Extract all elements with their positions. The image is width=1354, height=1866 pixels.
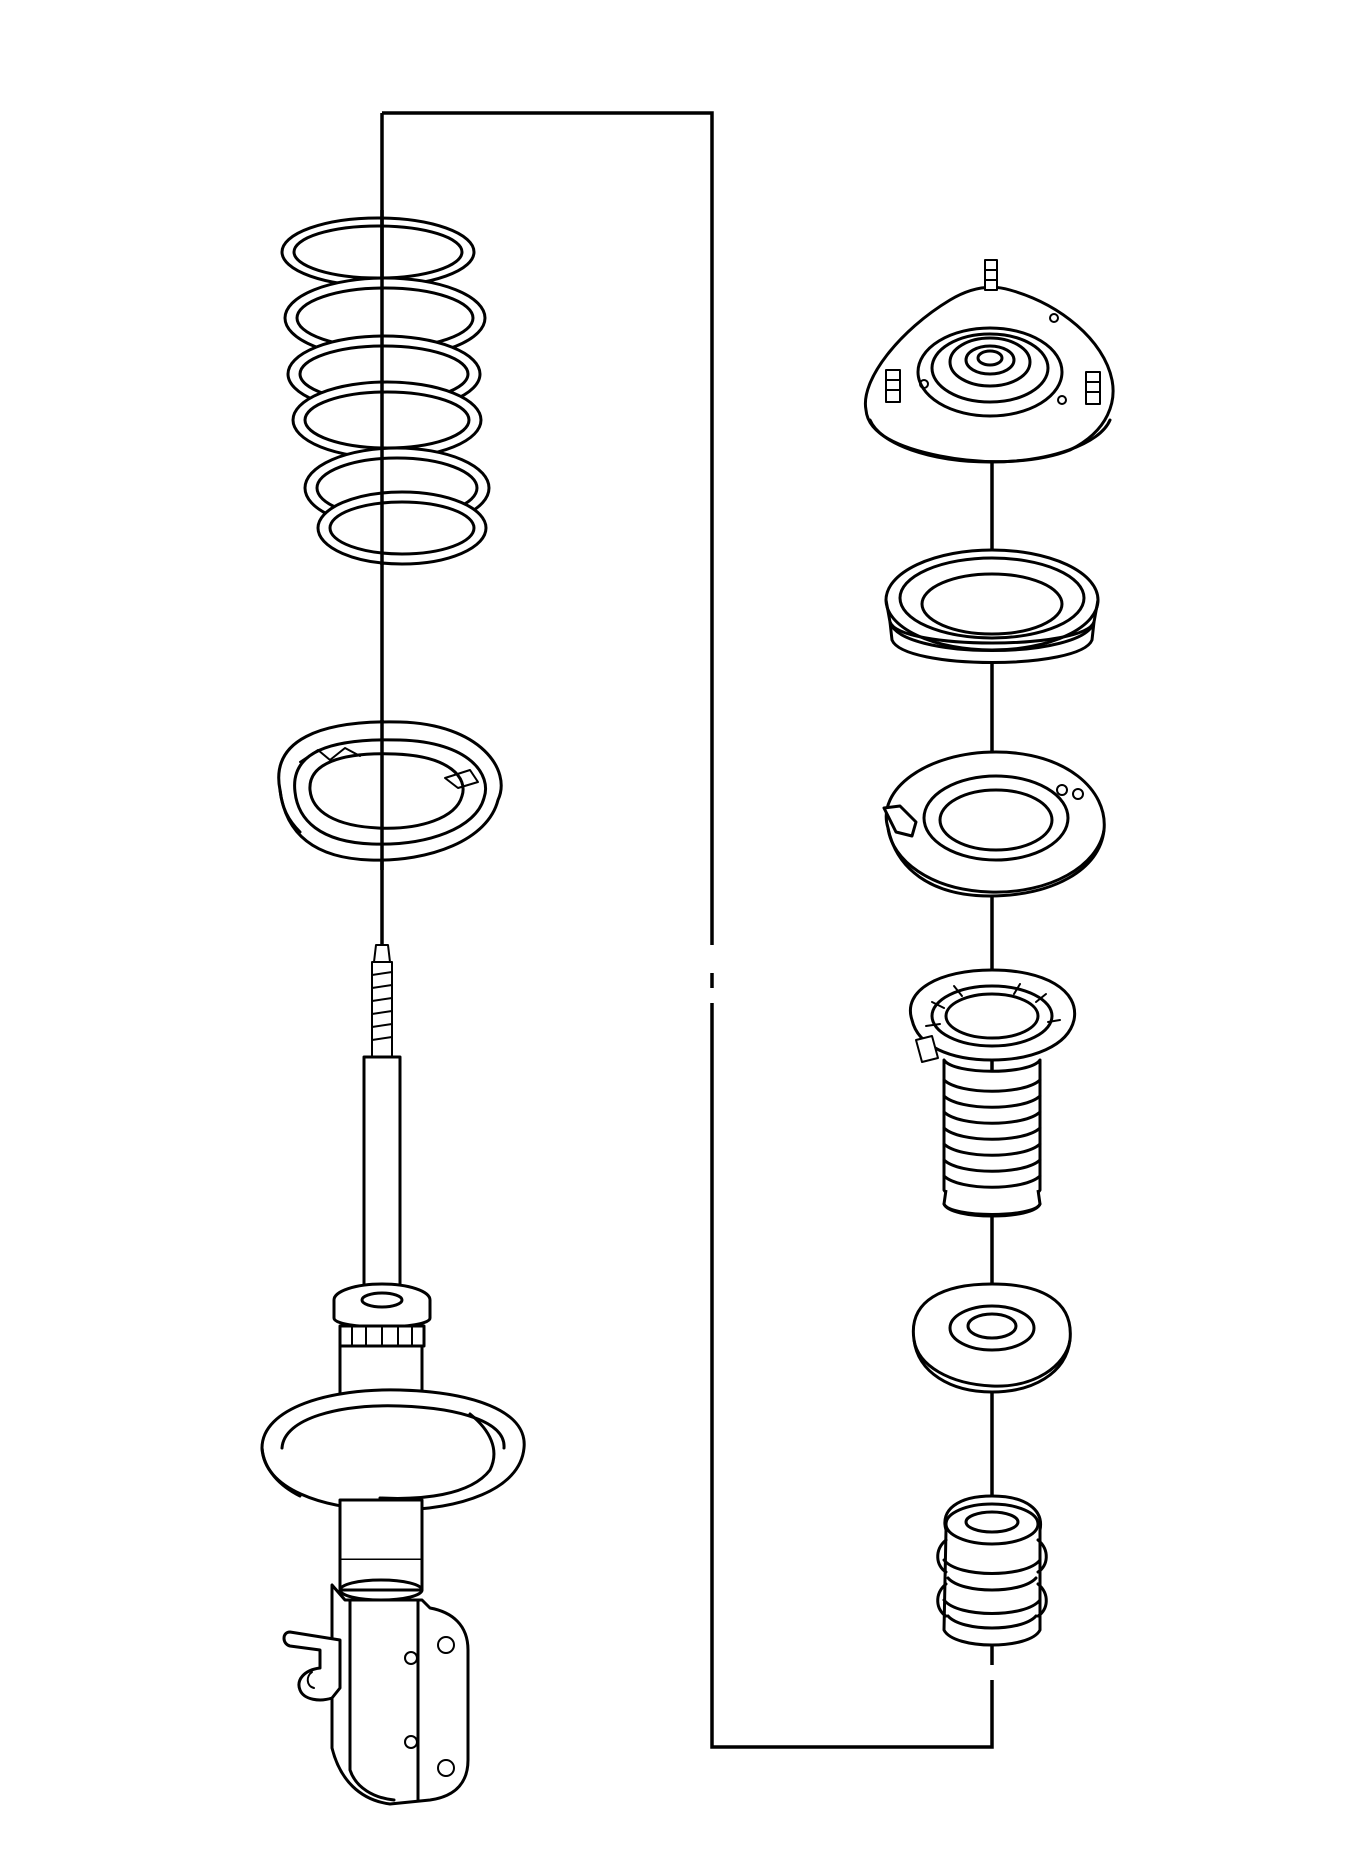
bearing	[884, 548, 1100, 664]
upper-spring-seat	[882, 750, 1106, 898]
spring-seat-insulator	[277, 720, 503, 870]
jounce-bumper-retainer	[911, 1282, 1072, 1394]
jounce-bumper	[936, 1494, 1048, 1647]
strut-assembly	[260, 944, 526, 1806]
coil-spring	[280, 210, 491, 566]
strut-mount	[863, 259, 1115, 464]
dust-boot	[908, 968, 1077, 1218]
